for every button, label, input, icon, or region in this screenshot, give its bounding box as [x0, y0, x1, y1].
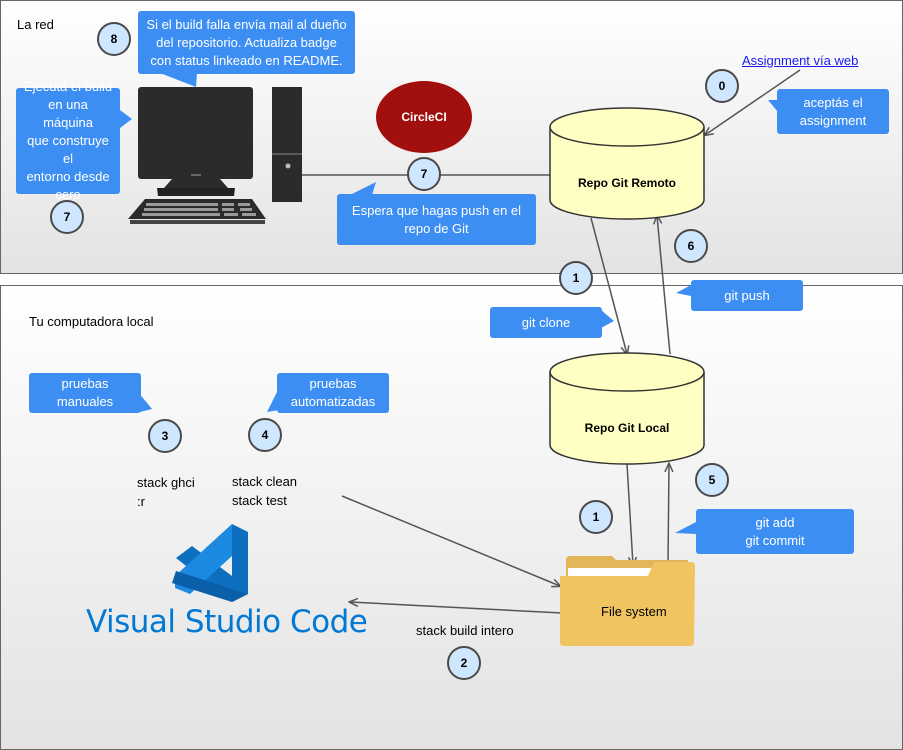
remote-repo-cylinder — [549, 107, 705, 220]
build-arrow — [350, 602, 563, 614]
circleci-node — [376, 81, 472, 153]
ghci-command-line-1: stack ghci — [137, 475, 195, 490]
remote-repo-label: Repo Git Remoto — [578, 176, 676, 190]
circleci-label: CircleCI — [401, 110, 447, 124]
test-command-line-1: stack clean — [232, 474, 298, 489]
step-4-badge: 4 — [248, 418, 282, 452]
assignment-link[interactable]: Assignment vía web — [742, 53, 859, 68]
ghci-command: stack ghci :r — [137, 473, 195, 511]
clone-arrow — [590, 217, 627, 354]
step-5-badge: 5 — [695, 463, 729, 497]
step-2-badge: 2 — [447, 646, 481, 680]
file-system-label: File system — [601, 604, 667, 619]
network-region-label: La red — [17, 17, 54, 32]
test-arrow — [341, 495, 560, 586]
step-7-build-badge: 7 — [50, 200, 84, 234]
local-region-label: Tu computadora local — [29, 314, 154, 329]
git-clone-bubble: git clone — [490, 307, 602, 338]
step-7-ci-badge: 7 — [407, 157, 441, 191]
step-8-badge: 8 — [97, 22, 131, 56]
local-repo-cylinder — [549, 352, 705, 465]
test-command-line-2: stack test — [232, 493, 287, 508]
folder-icon — [560, 556, 695, 646]
step-1-checkout-badge: 1 — [579, 500, 613, 534]
step-3-badge: 3 — [148, 419, 182, 453]
build-command: stack build intero — [416, 623, 514, 638]
vscode-brand-text: Visual Studio Code — [86, 604, 368, 640]
checkout-arrow — [626, 463, 633, 565]
test-command: stack clean stack test — [232, 472, 297, 510]
step-6-badge: 6 — [674, 229, 708, 263]
push-arrow — [657, 216, 671, 355]
commit-arrow — [668, 464, 669, 566]
local-repo-label: Repo Git Local — [584, 421, 670, 435]
assignment-arrow — [705, 69, 801, 135]
step-1-clone-badge: 1 — [559, 261, 593, 295]
step-0-badge: 0 — [705, 69, 739, 103]
computer-icon — [128, 87, 302, 224]
ghci-command-line-2: :r — [137, 494, 145, 509]
vscode-logo-icon — [172, 524, 248, 602]
git-push-bubble: git push — [691, 280, 803, 311]
